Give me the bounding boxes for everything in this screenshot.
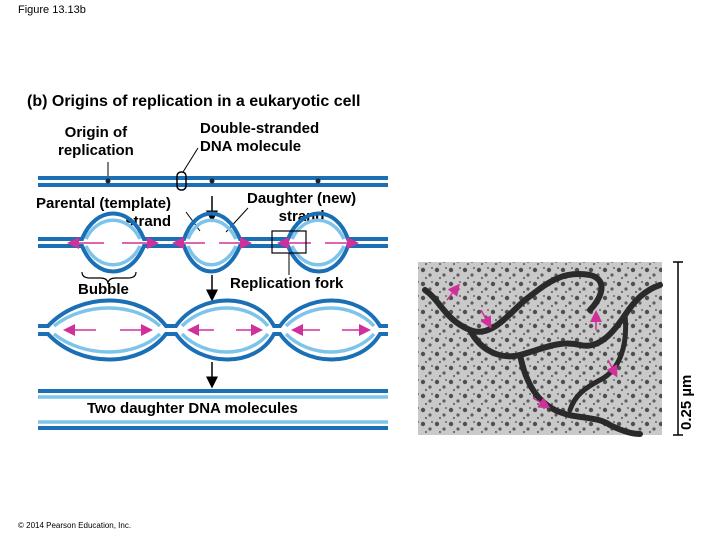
- bubble-bracket: [81, 271, 137, 285]
- dsdna-molecule: [38, 171, 388, 191]
- copyright-notice: © 2014 Pearson Education, Inc.: [18, 521, 132, 530]
- dsdna-label-line2: DNA molecule: [200, 138, 302, 155]
- dsdna-pointer: [182, 147, 199, 173]
- early-bubbles: [38, 211, 388, 274]
- origin-label: Origin of replication: [58, 124, 134, 160]
- two-daughters-label: Two daughter DNA molecules: [87, 400, 298, 417]
- origin-label-line2: replication: [58, 142, 134, 159]
- late-bubbles: [38, 298, 388, 362]
- origin-label-line1: Origin of: [64, 124, 128, 141]
- daughter-label-line1: Daughter (new): [247, 190, 357, 207]
- dsdna-label-line1: Double-stranded: [200, 120, 320, 137]
- figure-label: Figure 13.13b: [18, 4, 86, 16]
- parental-label-line1: Parental (template): [36, 195, 172, 212]
- dsdna-label: Double-stranded DNA molecule: [200, 120, 319, 156]
- daughter-molecules: [38, 389, 388, 430]
- scale-label: 0.25 µm: [678, 374, 695, 430]
- replication-fork-label: Replication fork: [230, 275, 344, 292]
- electron-micrograph: [418, 262, 663, 437]
- diagram-title: (b) Origins of replication in a eukaryot…: [27, 93, 361, 110]
- bubble-label: Bubble: [78, 281, 129, 298]
